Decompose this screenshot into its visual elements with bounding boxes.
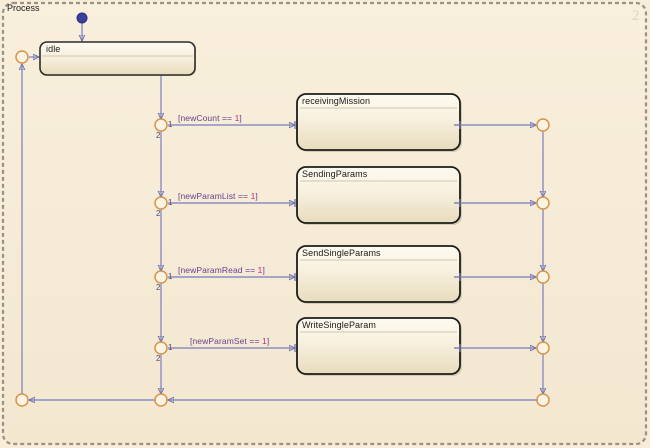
transition-lines bbox=[22, 23, 543, 400]
state-SendingParams[interactable] bbox=[294, 166, 462, 225]
junction-merge-3[interactable] bbox=[536, 270, 550, 284]
junction-branch-1[interactable] bbox=[154, 118, 168, 132]
junction-merge-bottom-left[interactable] bbox=[15, 393, 29, 407]
default-transition-dot[interactable] bbox=[76, 12, 88, 24]
junction-merge-4[interactable] bbox=[536, 341, 550, 355]
state-idle[interactable] bbox=[39, 41, 196, 76]
junctions bbox=[15, 50, 550, 407]
junction-merge-bottom-mid[interactable] bbox=[154, 393, 168, 407]
junction-merge-1[interactable] bbox=[536, 118, 550, 132]
junction-branch-4[interactable] bbox=[154, 341, 168, 355]
junction-merge-bottom-right[interactable] bbox=[536, 393, 550, 407]
state-boxes bbox=[39, 41, 462, 376]
junction-left-entry[interactable] bbox=[15, 50, 29, 64]
junction-branch-3[interactable] bbox=[154, 270, 168, 284]
state-WriteSingleParam[interactable] bbox=[294, 317, 462, 376]
junction-merge-2[interactable] bbox=[536, 196, 550, 210]
state-SendSingleParams[interactable] bbox=[294, 245, 462, 304]
junction-branch-2[interactable] bbox=[154, 196, 168, 210]
state-receivingMission[interactable] bbox=[294, 93, 462, 152]
